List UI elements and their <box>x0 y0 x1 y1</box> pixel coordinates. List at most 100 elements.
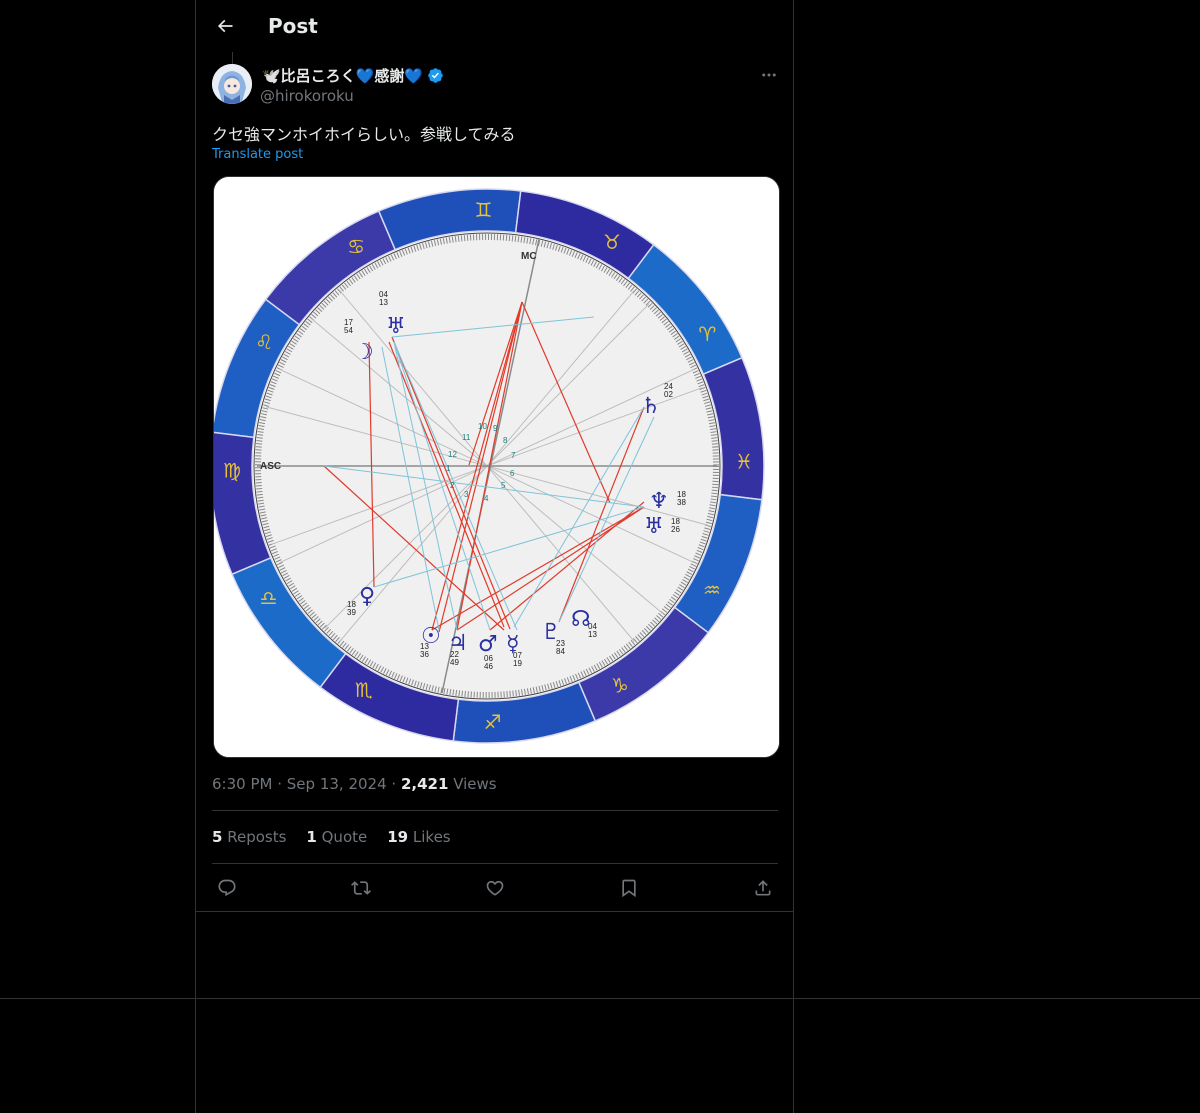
likes-count: 19 <box>387 828 409 846</box>
planet-minute: 13 <box>379 298 388 307</box>
primary-column: Post 🕊️比呂ころく💙感謝💙 @hirokoroku クセ強マンホイホイらし… <box>195 0 794 1113</box>
zodiac-sign-glyph: ♑ <box>611 673 629 697</box>
planet-glyph: ♃ <box>448 631 468 656</box>
planet-glyph: ♅ <box>386 314 406 339</box>
quotes-label: Quote <box>321 828 368 846</box>
post-text: クセ強マンホイホイらしい。参戦してみる <box>212 125 516 144</box>
house-number: 8 <box>503 436 508 445</box>
meta-separator: · <box>277 775 287 793</box>
engagement-stats: 5 Reposts 1 Quote 19 Likes <box>212 828 451 846</box>
planet-glyph: ♂ <box>478 632 498 657</box>
planet-degree: 18 <box>677 490 686 499</box>
reposts-label: Reposts <box>227 828 287 846</box>
verified-badge-icon <box>428 68 443 83</box>
planet-glyph: ♀ <box>359 584 375 609</box>
house-number: 5 <box>501 481 506 490</box>
back-button[interactable] <box>210 11 240 41</box>
aspect-line-blue <box>393 341 458 631</box>
planet-degree: 18 <box>671 517 680 526</box>
like-button[interactable] <box>481 874 509 902</box>
planet-degree: 24 <box>664 382 673 391</box>
asc-label: ASC <box>260 461 281 472</box>
views-label: Views <box>453 775 497 793</box>
planet-glyph: ♆ <box>649 489 669 514</box>
heart-icon <box>486 880 504 896</box>
zodiac-sign-glyph: ♓ <box>735 450 753 474</box>
zodiac-sign-glyph: ♒ <box>703 578 721 602</box>
planet-degree: 17 <box>344 318 353 327</box>
aspect-line-red <box>388 341 505 628</box>
zodiac-sign-glyph: ♏ <box>355 678 373 702</box>
planet-minute: 38 <box>677 498 686 507</box>
post-date[interactable]: Sep 13, 2024 <box>286 775 387 793</box>
planet-glyph: ☿ <box>506 632 520 657</box>
house-number: 1 <box>446 464 451 473</box>
zodiac-sign-glyph: ♌ <box>255 330 273 354</box>
quotes-count: 1 <box>306 828 317 846</box>
planet-minute: 39 <box>347 608 356 617</box>
planet-minute: 13 <box>588 630 597 639</box>
aspect-line-red <box>558 406 645 623</box>
bookmark-icon <box>622 879 636 898</box>
avatar[interactable] <box>212 64 252 104</box>
bookmark-button[interactable] <box>615 874 643 902</box>
quotes-stat[interactable]: 1 Quote <box>306 828 367 846</box>
page-title: Post <box>268 14 318 38</box>
author-name[interactable]: 🕊️比呂ころく💙感謝💙 <box>262 67 424 85</box>
author-handle[interactable]: @hirokoroku <box>260 87 354 105</box>
aspect-line-red <box>468 301 523 466</box>
house-number: 7 <box>511 451 516 460</box>
share-button[interactable] <box>749 874 777 902</box>
post-header: Post <box>196 0 793 53</box>
planet-minute: 84 <box>556 647 565 656</box>
aspect-line-blue <box>381 346 440 631</box>
post-bottom-border <box>196 911 793 912</box>
planet-glyph: ☉ <box>421 624 441 649</box>
author-name-row[interactable]: 🕊️比呂ころく💙感謝💙 <box>262 65 444 86</box>
planet-minute: 36 <box>420 650 429 659</box>
zodiac-sign-glyph: ♍ <box>223 458 241 482</box>
views-count: 2,421 <box>400 775 449 793</box>
planet-minute: 19 <box>513 659 522 668</box>
zodiac-sign-glyph: ♋ <box>347 235 365 259</box>
post-time[interactable]: 6:30 PM <box>212 775 273 793</box>
stats-top-divider <box>212 810 778 811</box>
zodiac-sign-glyph: ♎ <box>260 586 278 610</box>
zodiac-sign-glyph: ♈ <box>698 322 716 346</box>
zodiac-sign-glyph: ♉ <box>603 230 621 254</box>
planet-glyph: ☊ <box>571 607 591 632</box>
reply-button[interactable] <box>213 874 241 902</box>
house-number: 9 <box>493 424 498 433</box>
translate-post-link[interactable]: Translate post <box>212 147 304 162</box>
meta-separator: · <box>391 775 401 793</box>
zodiac-sign-glyph: ♊ <box>475 198 493 222</box>
aspect-line-red <box>521 301 611 504</box>
planet-glyph: ☽ <box>354 340 374 365</box>
thread-connector <box>232 52 233 64</box>
aspect-line-blue <box>558 416 655 623</box>
planet-minute: 02 <box>664 390 673 399</box>
aspect-line-red <box>431 301 523 631</box>
aspect-line-blue <box>391 316 595 338</box>
aspect-line-blue <box>393 341 518 631</box>
aspect-line-blue <box>373 506 645 588</box>
planet-glyph: ♄ <box>641 394 661 419</box>
likes-stat[interactable]: 19 Likes <box>387 828 450 846</box>
planet-degree: 04 <box>588 622 597 631</box>
planet-glyph: ♇ <box>541 620 561 645</box>
house-number: 4 <box>484 494 489 503</box>
house-number: 11 <box>462 433 471 442</box>
arrow-left-icon <box>217 19 233 33</box>
reposts-stat[interactable]: 5 Reposts <box>212 828 286 846</box>
aspect-line-blue <box>393 341 491 631</box>
global-divider <box>0 998 1200 999</box>
repost-icon <box>351 881 371 895</box>
planet-minute: 54 <box>344 326 353 335</box>
repost-button[interactable] <box>347 874 375 902</box>
share-icon <box>755 880 771 896</box>
aspect-line-red <box>368 341 375 588</box>
aspect-line-red <box>323 465 505 631</box>
more-options-button[interactable] <box>758 64 780 86</box>
likes-label: Likes <box>412 828 451 846</box>
